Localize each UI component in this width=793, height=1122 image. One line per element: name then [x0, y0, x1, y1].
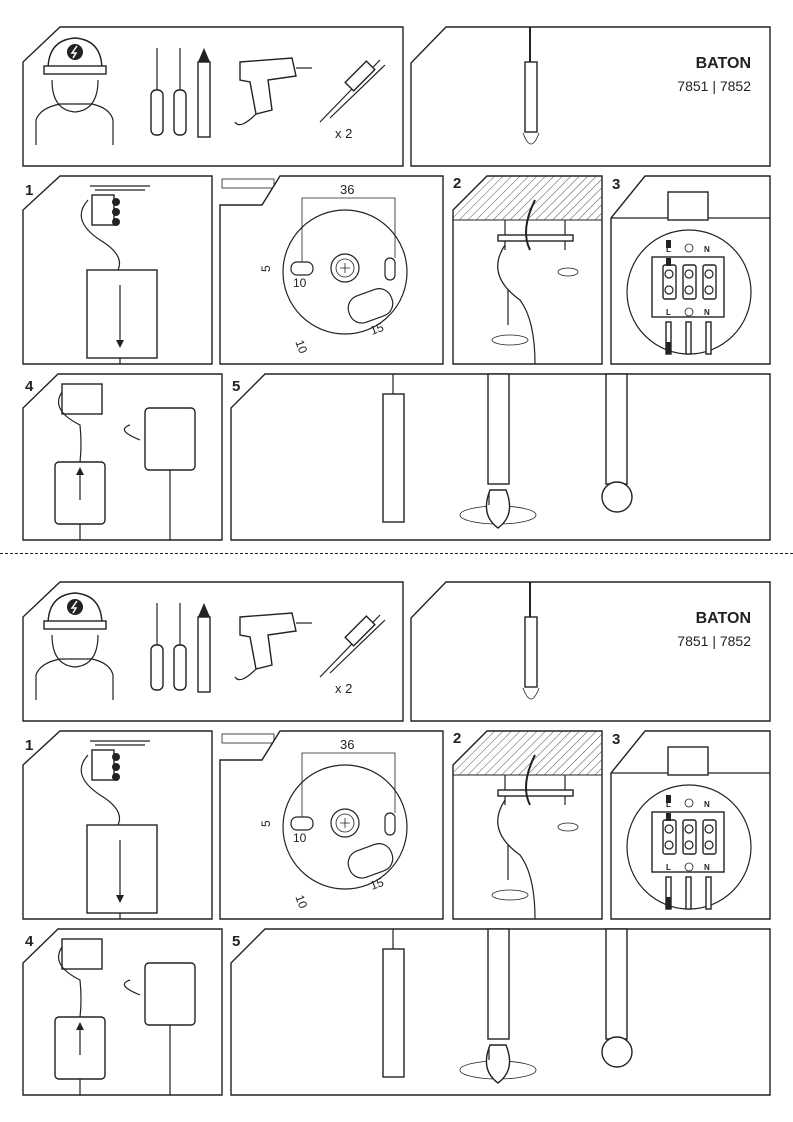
terminal-live-label: L [666, 308, 671, 317]
terminal-block [662, 264, 717, 300]
screwdriver-icons [150, 603, 211, 693]
terminal-block [662, 819, 717, 855]
instruction-sheet-bottom: x 2 BATON 7851 | 7852 1 36 5 10 10 [0, 555, 793, 1110]
screwdriver-icons [150, 48, 211, 138]
terminal-neutral-label: N [704, 245, 710, 254]
instruction-sheet-top: x 2 BATON 7851 | 7852 1 36 5 10 10 [0, 0, 793, 555]
step-2-panel: 2 [452, 730, 603, 920]
dimension-slot-height: 5 [259, 820, 273, 827]
product-panel: BATON 7851 | 7852 [410, 26, 771, 167]
mounting-dimensions-panel: 36 5 10 10 15 [219, 175, 444, 365]
ruler-icon [221, 178, 275, 189]
product-name: BATON [696, 610, 751, 627]
step-number: 2 [453, 730, 461, 747]
drill-icon [234, 57, 312, 126]
step-number: 2 [453, 175, 461, 192]
step-4-panel: 4 [22, 373, 223, 541]
cut-line-divider [0, 553, 793, 554]
screw-quantity: x 2 [335, 126, 352, 141]
earth-icon [684, 798, 694, 808]
dimension-hole-offset: 10 [292, 338, 310, 356]
step-3-panel: 3 L N L N [610, 175, 771, 365]
step-5-panel: 5 [230, 928, 771, 1096]
lamp-illustration [524, 616, 538, 688]
instruction-drawings: x 2 BATON 7851 | 7852 1 36 5 10 10 [22, 26, 771, 541]
electrician-icon [35, 592, 114, 700]
lamp-illustration [524, 61, 538, 133]
wall-plug-icon [319, 59, 386, 123]
step-number: 4 [25, 378, 34, 395]
product-panel: BATON 7851 | 7852 [410, 581, 771, 722]
dimension-slot-width: 10 [293, 831, 307, 845]
step-number: 5 [232, 933, 240, 950]
terminal-neutral-label: N [704, 308, 710, 317]
earth-icon [684, 862, 694, 872]
step-1-panel: 1 [22, 175, 213, 365]
terminal-live-label: L [666, 245, 671, 254]
product-models: 7851 | 7852 [677, 633, 751, 649]
terminal-live-label: L [666, 800, 671, 809]
step-number: 1 [25, 737, 33, 754]
earth-icon [684, 307, 694, 317]
mounting-dimensions-panel: 36 5 10 10 15 [219, 730, 444, 920]
step-4-panel: 4 [22, 928, 223, 1096]
step-1-panel: 1 [22, 730, 213, 920]
dimension-slot-height: 5 [259, 265, 273, 272]
step-2-panel: 2 [452, 175, 603, 365]
ruler-icon [221, 733, 275, 744]
step-5-panel: 5 [230, 373, 771, 541]
dimension-width: 36 [340, 737, 354, 752]
earth-icon [684, 243, 694, 253]
dimension-width: 36 [340, 182, 354, 197]
step-3-panel: 3 L N L N [610, 730, 771, 920]
step-number: 3 [612, 176, 620, 193]
dimension-hole-width: 15 [368, 320, 386, 338]
terminal-neutral-label: N [704, 863, 710, 872]
drill-icon [234, 612, 312, 681]
product-name: BATON [696, 55, 751, 72]
step-number: 1 [25, 182, 33, 199]
electrician-icon [35, 37, 114, 145]
dimension-hole-offset: 10 [292, 893, 310, 911]
step-number: 5 [232, 378, 240, 395]
tools-panel: x 2 [22, 581, 404, 722]
tools-panel: x 2 [22, 26, 404, 167]
terminal-live-label: L [666, 863, 671, 872]
screw-quantity: x 2 [335, 681, 352, 696]
step-number: 3 [612, 731, 620, 748]
terminal-neutral-label: N [704, 800, 710, 809]
product-models: 7851 | 7852 [677, 78, 751, 94]
step-number: 4 [25, 933, 34, 950]
dimension-slot-width: 10 [293, 276, 307, 290]
dimension-hole-width: 15 [368, 875, 386, 893]
wall-plug-icon [319, 614, 386, 678]
instruction-drawings: x 2 BATON 7851 | 7852 1 36 5 10 10 [22, 581, 771, 1096]
